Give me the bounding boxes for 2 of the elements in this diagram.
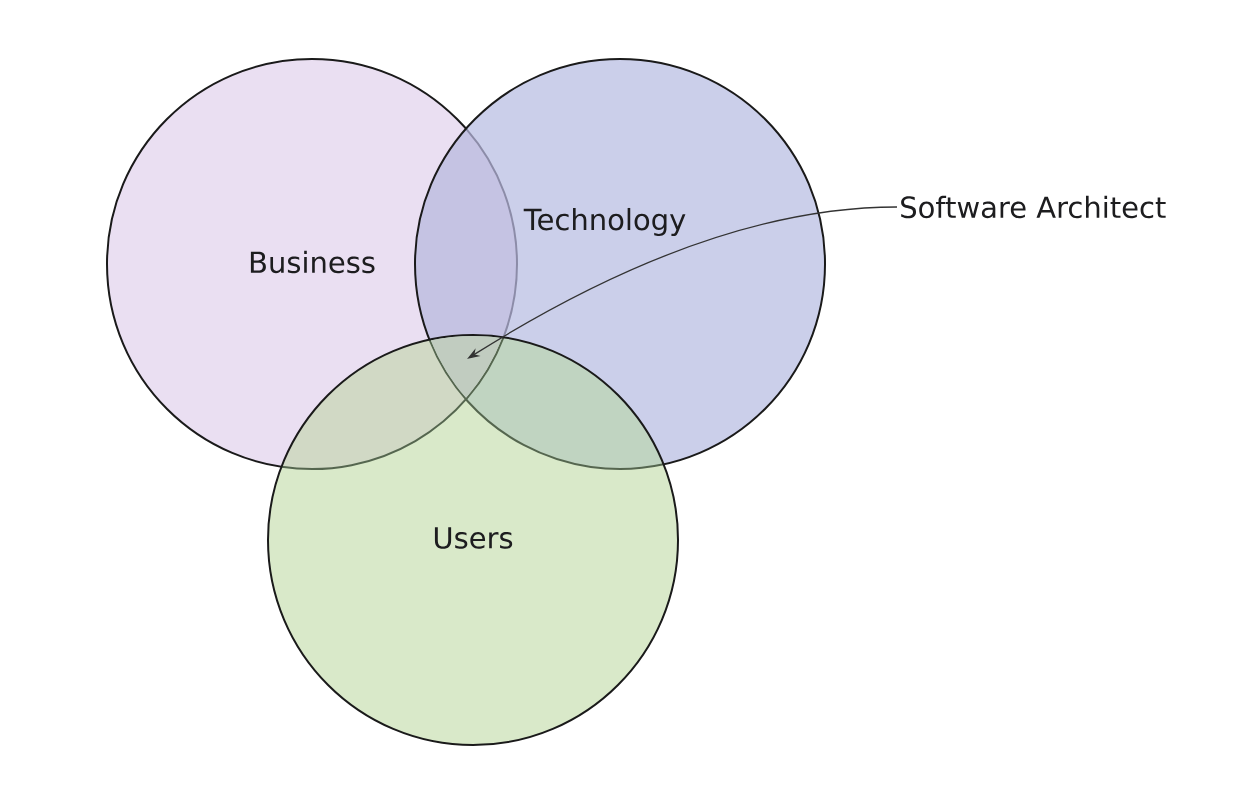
callout-text: Software Architect: [901, 195, 1166, 219]
overlap-region: [430, 336, 503, 398]
